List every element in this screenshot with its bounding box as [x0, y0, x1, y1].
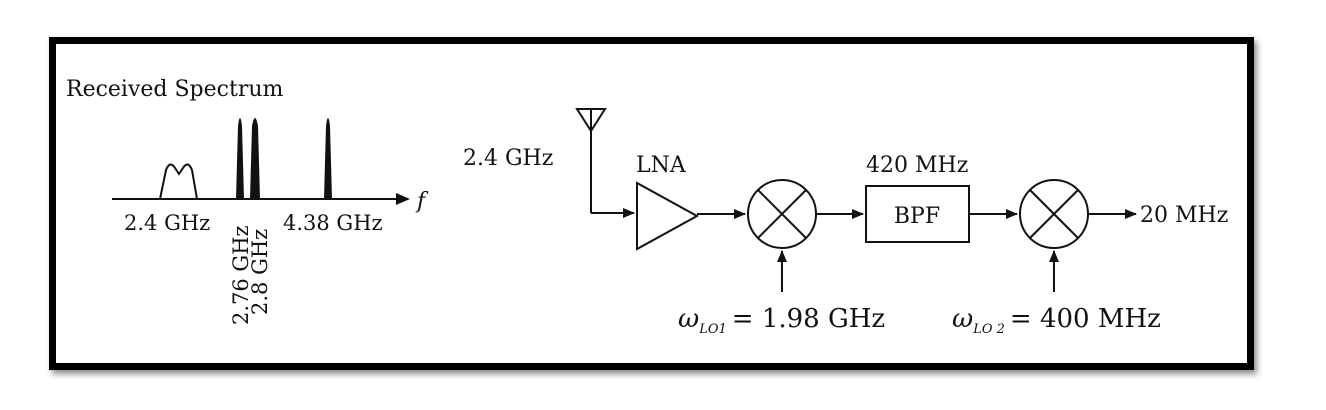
diagram-frame — [49, 37, 1254, 370]
label-4.38ghz: 4.38 GHz — [283, 211, 383, 235]
wanted-signal-band — [159, 163, 198, 200]
mixer-2-icon — [1019, 179, 1089, 249]
axis-label-f: f — [415, 189, 429, 214]
input-frequency-label: 2.4 GHz — [463, 146, 553, 171]
interferer-2.76ghz — [236, 118, 244, 199]
lo1-label: ωLO1= 1.98 GHz — [678, 304, 885, 337]
lo2-label: ωLO 2= 400 MHz — [952, 304, 1161, 337]
output-frequency-label: 20 MHz — [1140, 203, 1228, 228]
mixer-1-icon — [747, 179, 817, 249]
label-2.4ghz: 2.4 GHz — [124, 211, 210, 235]
label-2.76ghz: 2.76 GHz — [229, 225, 253, 325]
axis-arrowhead — [396, 193, 410, 205]
spectrum-title: Received Spectrum — [66, 77, 284, 102]
interferer-2.8ghz — [250, 118, 260, 199]
lna-label: LNA — [636, 153, 687, 178]
bpf-label: BPF — [894, 204, 940, 229]
label-2.8ghz: 2.8 GHz — [248, 229, 272, 315]
interferer-4.38ghz — [324, 118, 332, 199]
lna-amplifier-icon — [636, 181, 700, 251]
bpf-frequency-label: 420 MHz — [866, 153, 968, 178]
